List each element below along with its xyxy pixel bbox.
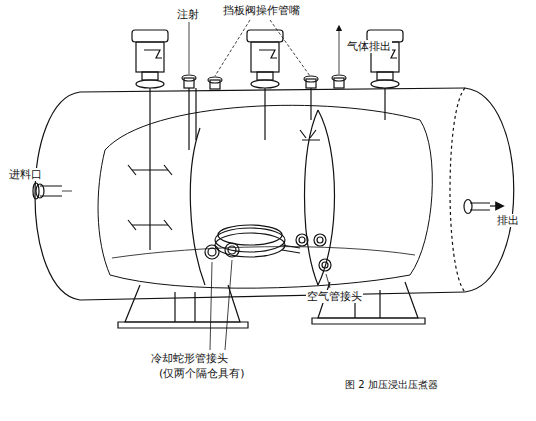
top-nozzle xyxy=(182,75,346,150)
callout-label: 注射 xyxy=(176,8,200,21)
callout-label: 挡板阀操作管嘴 xyxy=(222,4,301,17)
callout-label: 冷却蛇形管接头 xyxy=(150,352,229,365)
callout-label: 进料口 xyxy=(8,168,43,181)
callout-label: 排出 xyxy=(496,214,520,227)
air-connector xyxy=(319,259,331,271)
cooling-coil xyxy=(205,225,326,259)
feed-nozzle xyxy=(33,183,62,199)
vessel-shell xyxy=(35,88,514,300)
vessel-support xyxy=(118,282,425,328)
figure-caption: 图 2 加压浸出压煮器 xyxy=(345,378,438,392)
discharge-pipe xyxy=(464,200,500,214)
agitator-drive xyxy=(128,30,403,250)
callout-label: 空气管接头 xyxy=(306,290,363,303)
callout-note: (仅两个隔仓具有) xyxy=(158,367,246,380)
leader-line xyxy=(62,20,339,350)
callout-label: 气体排出 xyxy=(346,40,392,53)
